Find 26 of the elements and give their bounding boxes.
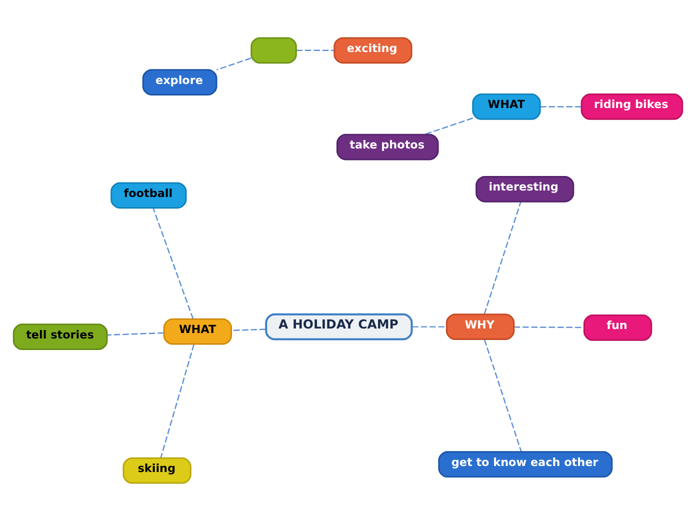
connector (160, 344, 194, 458)
node-box: football (110, 182, 187, 208)
connector (152, 207, 194, 319)
node-box: exciting (334, 36, 412, 64)
connector (107, 332, 164, 336)
connector (216, 57, 252, 70)
node-box (250, 36, 297, 64)
node-box: riding bikes (580, 93, 684, 120)
node-box: WHY (446, 313, 515, 340)
node-box: WHAT (163, 318, 232, 344)
node-box: take photos (336, 133, 439, 160)
connector (412, 326, 446, 327)
node-box: tell stories (12, 323, 108, 350)
node-box: interesting (476, 175, 574, 202)
connector (484, 338, 522, 452)
connector (232, 328, 266, 331)
node-box: explore (142, 68, 218, 95)
node-box: fun (583, 314, 652, 340)
node-box: get to know each other (438, 450, 613, 478)
node-box: WHAT (472, 93, 541, 120)
connector (484, 201, 522, 314)
connector (424, 117, 473, 135)
connector (296, 49, 334, 51)
connector (540, 106, 582, 107)
node-box: A HOLIDAY CAMP (265, 312, 413, 340)
node-box: skiing (122, 456, 192, 484)
